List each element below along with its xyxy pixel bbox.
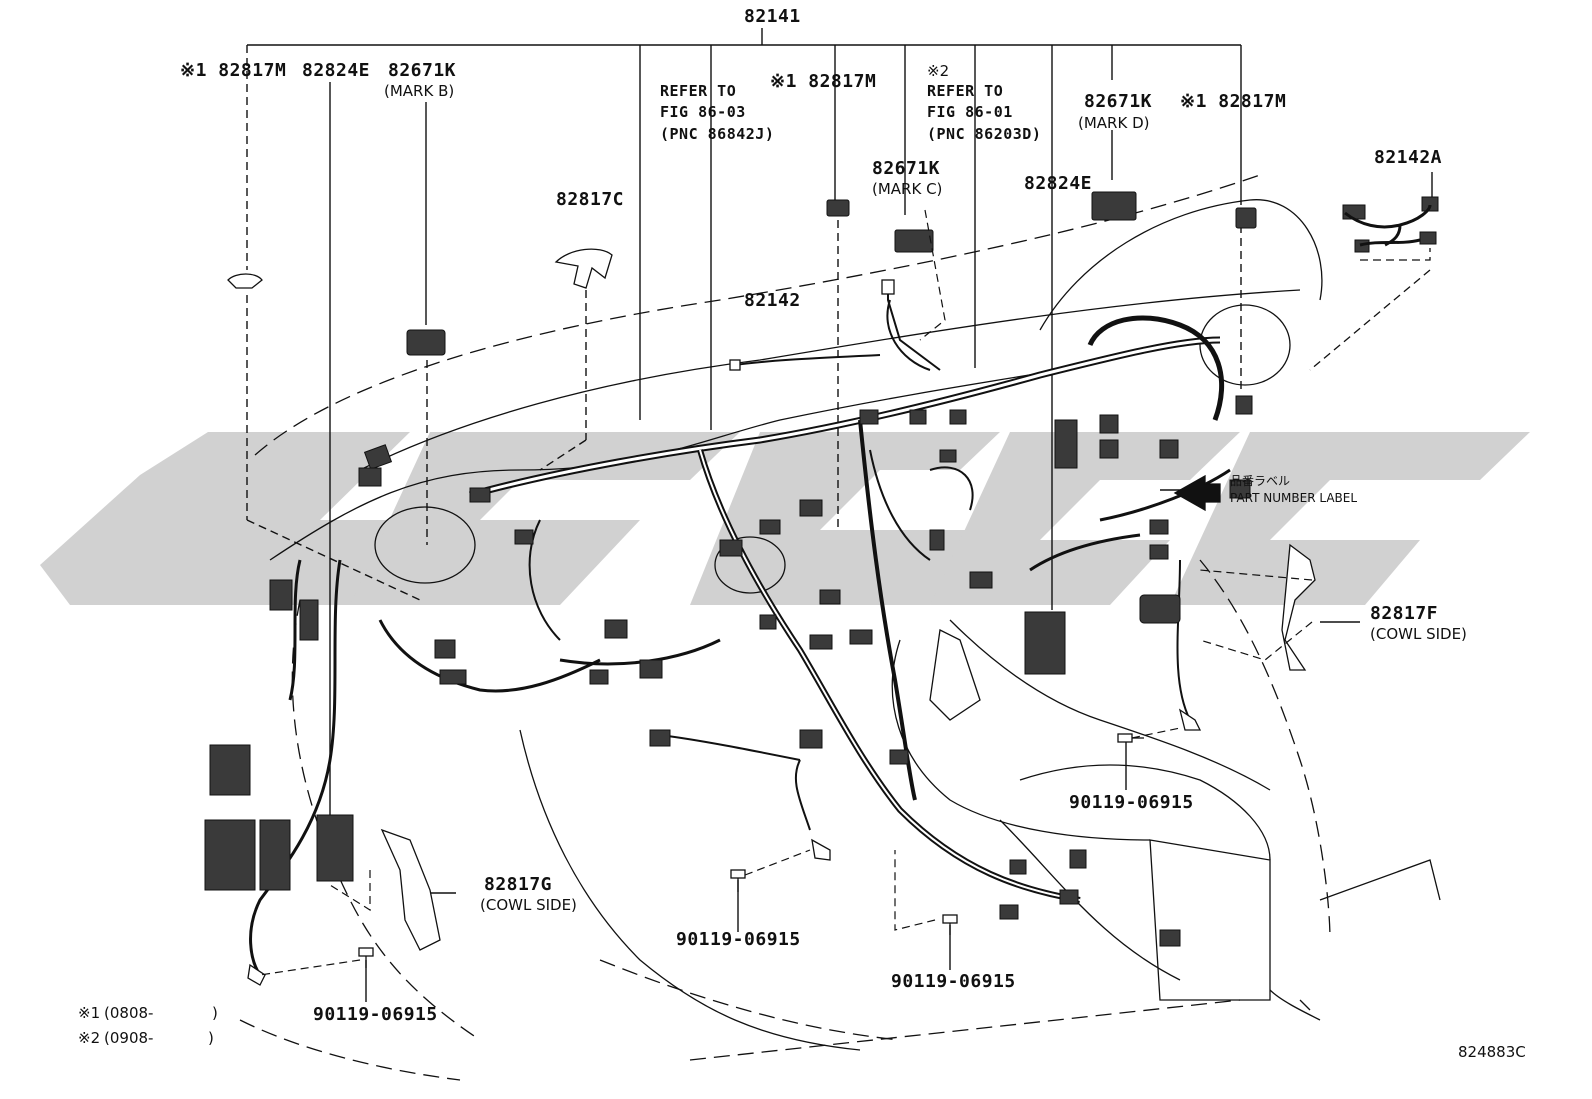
footnote-1-close: ): [212, 1004, 218, 1022]
part-number-82671k-mark-b: 82671K: [388, 60, 457, 81]
footnote-1-text: (0808-: [104, 1004, 154, 1022]
reference-fig-86-03-line1: REFER TO: [660, 82, 737, 100]
footnote-2-text: (0908-: [104, 1029, 154, 1047]
mark-b-label: (MARK B): [384, 82, 455, 100]
part-number-82817m-center: ※1 82817M: [770, 71, 877, 92]
bolt-90119-06915-lower: 90119-06915: [891, 971, 1016, 992]
mark-d-label: (MARK D): [1078, 114, 1150, 132]
part-number-82817g: 82817G: [484, 874, 553, 895]
reference-fig-86-01-line1: REFER TO: [927, 82, 1004, 100]
bolt-90119-06915-left: 90119-06915: [313, 1004, 438, 1025]
dashed-leaders: [259, 209, 1313, 976]
figure-id: 824883C: [1458, 1043, 1526, 1061]
part-number-82142: 82142: [744, 290, 801, 311]
part-number-label-jp: 品番ラベル: [1230, 474, 1291, 488]
part-number-82671k-mark-d: 82671K: [1084, 91, 1153, 112]
reference-fig-86-03-line2: FIG 86-03: [660, 103, 746, 121]
part-number-82824e-right: 82824E: [1024, 173, 1093, 194]
part-number-82817m-right: ※1 82817M: [1180, 91, 1287, 112]
part-number-82824e-left: 82824E: [302, 60, 371, 81]
reference-fig-86-01-line2: FIG 86-01: [927, 103, 1013, 121]
mark-c-label: (MARK C): [872, 180, 943, 198]
part-number-82142a: 82142A: [1374, 147, 1443, 168]
footnote-2-close: ): [208, 1029, 214, 1047]
bolt-90119-06915-right: 90119-06915: [1069, 792, 1194, 813]
bolt-90119-06915-center: 90119-06915: [676, 929, 801, 950]
reference-fig-86-03-line3: (PNC 86842J): [660, 125, 775, 143]
connectors: [204, 191, 1439, 947]
part-number-82141: 82141: [744, 6, 801, 27]
cowl-side-label-left: (COWL SIDE): [480, 896, 577, 914]
watermark-logo: [40, 432, 1530, 605]
part-number-82817m-left: ※1 82817M: [180, 60, 287, 81]
cowl-side-label-right: (COWL SIDE): [1370, 625, 1467, 643]
footnote-1-mark: ※1: [78, 1004, 101, 1022]
footnote-2-mark: ※2: [78, 1029, 101, 1047]
reference-note-mark-2: ※2: [927, 62, 950, 80]
leader-lines: [246, 28, 1433, 1002]
part-number-82817f: 82817F: [1370, 603, 1439, 624]
part-number-82817c: 82817C: [556, 189, 625, 210]
part-number-82671k-mark-c: 82671K: [872, 158, 941, 179]
part-number-label-en: PART NUMBER LABEL: [1230, 491, 1358, 505]
instrument-panel-outline: [239, 174, 1441, 1081]
clips-and-bolts: [227, 204, 1432, 986]
reference-fig-86-01-line3: (PNC 86203D): [927, 125, 1042, 143]
